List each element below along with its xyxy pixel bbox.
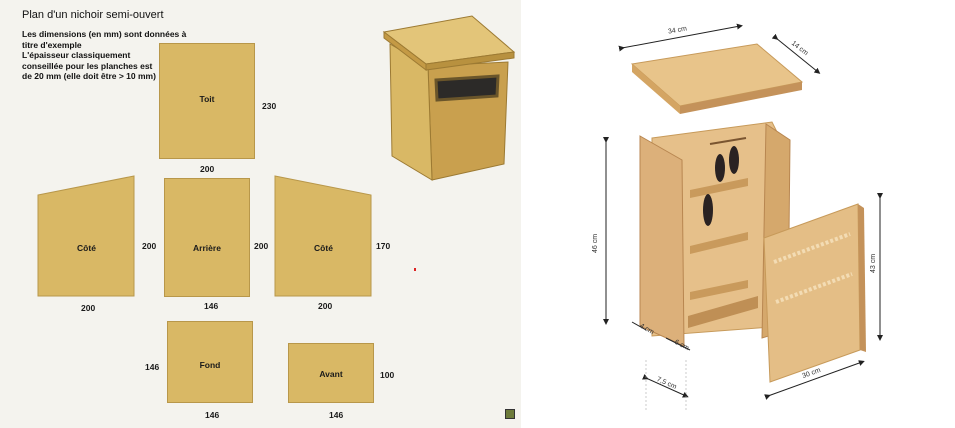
note-line: conseillée pour les planches est (22, 60, 153, 71)
plan-title: Plan d'un nichoir semi-ouvert (22, 9, 164, 21)
fond-width-dim: 146 (205, 410, 220, 420)
cote-left-height-dim: 200 (142, 241, 157, 251)
dim-line-gap-4 (631, 321, 647, 331)
plan-note: Les dimensions (en mm) sont données à ti… (22, 29, 202, 82)
piece-avant-label: Avant (319, 369, 343, 379)
toit-width-dim: 200 (200, 164, 215, 174)
shelf (690, 178, 748, 198)
piece-cote-right-label: Côté (314, 243, 333, 253)
exploded-drawing (603, 23, 883, 410)
birdhouse-illustration (382, 15, 516, 181)
arriere-width-dim: 146 (204, 301, 219, 311)
arriere-height-dim: 200 (254, 241, 269, 251)
dim-line-bottom-depth (642, 374, 689, 398)
shelf (690, 232, 748, 254)
cote-right-height-dim: 170 (376, 241, 391, 251)
avant-height-dim: 100 (380, 370, 395, 380)
dim-height: 46 cm (592, 233, 600, 254)
piece-avant (288, 343, 374, 403)
piece-cote-left-label: Côté (77, 243, 96, 253)
bottom-board (688, 296, 758, 328)
note-line: de 20 mm (elle doit être > 10 mm) (22, 71, 156, 81)
top-plank (630, 43, 804, 114)
piece-cote-right (274, 175, 372, 297)
avant-width-dim: 146 (329, 410, 344, 420)
piece-toit (159, 43, 255, 159)
piece-arriere (164, 178, 250, 297)
note-line: titre d'exemple (22, 39, 82, 50)
cote-left-width-dim: 200 (81, 303, 96, 313)
cote-right-width-dim: 200 (318, 301, 333, 311)
note-line: L'épaisseur classiquement (22, 50, 131, 60)
piece-fond (167, 321, 253, 403)
toit-height-dim: 230 (262, 101, 277, 111)
left-side-panel (639, 135, 685, 347)
piece-cote-left (37, 175, 135, 297)
dim-line-gap-6 (665, 337, 691, 351)
piece-toit-label: Toit (199, 94, 215, 104)
note-line: Les dimensions (en mm) sont données à (22, 29, 187, 39)
plan-panel: Plan d'un nichoir semi-ouvert Les dimens… (0, 0, 521, 428)
exploded-panel: 34 cm 14 cm 46 cm 43 cm 30 cm 4 cm 6 cm … (522, 0, 955, 428)
dim-front-height: 43 cm (870, 253, 878, 274)
piece-fond-label: Fond (199, 360, 221, 370)
shelf (690, 280, 748, 300)
resize-icon[interactable] (505, 409, 515, 419)
dim-line-front-width (764, 360, 865, 400)
front-panel (763, 203, 866, 383)
dim-line-top-depth (771, 33, 821, 74)
fond-height-dim: 146 (145, 362, 160, 372)
dim-line-top-width (618, 23, 743, 52)
marker-dot (414, 268, 416, 271)
bat-icon (703, 146, 739, 226)
piece-arriere-label: Arrière (193, 243, 221, 253)
